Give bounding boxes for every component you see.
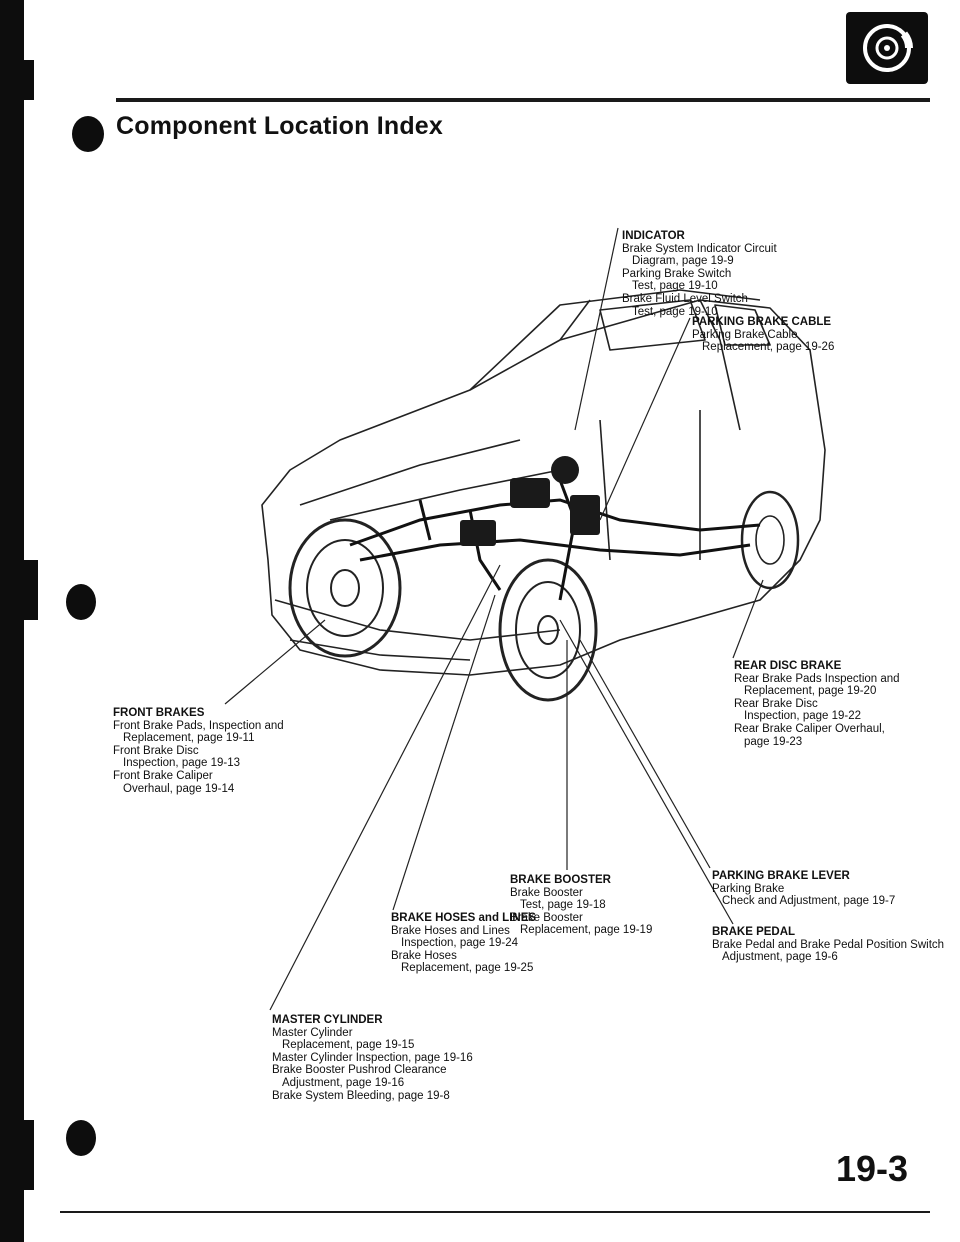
callout-heading: REAR DISC BRAKE [734,660,842,672]
page-title: Component Location Index [116,112,444,140]
callout-brake-pedal: BRAKE PEDAL Brake Pedal and Brake Pedal … [712,926,944,964]
callout-line: Inspection, page 19-24 [401,937,519,950]
callout-line: Replacement, page 19-15 [282,1039,415,1052]
callout-line: Parking Brake [712,882,785,895]
callout-line: Diagram, page 19-9 [632,255,734,268]
callout-heading: MASTER CYLINDER [272,1014,383,1026]
callout-line: Front Brake Caliper [113,769,213,782]
binding-notch [24,560,38,620]
callout-line: Rear Brake Caliper Overhaul, [734,722,885,735]
callout-line: Test, page 19-10 [632,305,718,318]
callout-parking-brake-cable: PARKING BRAKE CABLE Parking Brake Cable … [692,316,834,354]
callout-line: Brake Booster Pushrod Clearance [272,1064,447,1077]
callout-line: Test, page 19-18 [520,899,606,912]
margin-bullet [66,584,96,620]
title-bullet [72,116,104,152]
callout-line: Replacement, page 19-11 [123,732,255,745]
callout-line: Brake System Indicator Circuit [622,242,777,255]
callout-heading: FRONT BRAKES [113,707,205,719]
callout-line: Brake Booster [510,911,583,924]
callout-line: Parking Brake Cable [692,328,798,341]
callout-heading: PARKING BRAKE LEVER [712,870,850,882]
callout-line: Overhaul, page 19-14 [123,782,235,795]
callout-rear-disc-brake: REAR DISC BRAKE Rear Brake Pads Inspecti… [734,660,900,748]
callout-line: Inspection, page 19-13 [123,757,241,770]
callout-line: Brake Pedal and Brake Pedal Position Swi… [712,938,945,951]
callout-line: Adjustment, page 19-6 [722,951,838,964]
header-rule [116,98,930,102]
callout-heading: BRAKE BOOSTER [510,874,611,886]
callout-brake-hoses-lines: BRAKE HOSES and LINES Brake Hoses and Li… [391,912,536,975]
callout-line: Inspection, page 19-22 [744,710,862,723]
callout-line: page 19-23 [744,735,803,748]
callout-line: Parking Brake Switch [622,267,732,280]
page-number: 19-3 [836,1148,909,1189]
margin-bullet [66,1120,96,1156]
callout-line: Front Brake Disc [113,744,199,757]
callout-heading: PARKING BRAKE CABLE [692,316,832,328]
callout-line: Brake Hoses and Lines [391,924,510,937]
callout-indicator: INDICATOR Brake System Indicator Circuit… [622,230,777,318]
callout-parking-brake-lever: PARKING BRAKE LEVER Parking Brake Check … [712,870,895,908]
callout-line: Replacement, page 19-19 [520,924,653,937]
callout-line: Brake Hoses [391,949,457,962]
callout-line: Front Brake Pads, Inspection and [113,719,284,732]
callout-line: Master Cylinder Inspection, page 19-16 [272,1051,473,1064]
callout-line: Check and Adjustment, page 19-7 [722,895,896,908]
callout-line: Brake Booster [510,886,583,899]
callout-line: Brake Fluid Level Switch [622,292,748,305]
brake-rotor-icon [846,12,928,84]
binding-notch [24,60,34,100]
callout-line: Adjustment, page 19-16 [282,1076,405,1089]
binding-notch [24,1120,34,1190]
callout-master-cylinder: MASTER CYLINDER Master Cylinder Replacem… [272,1014,473,1102]
footer-rule [60,1211,930,1213]
binding-edge [0,0,24,1242]
callout-line: Test, page 19-10 [632,280,718,293]
callout-line: Brake System Bleeding, page 19-8 [272,1089,450,1102]
callout-line: Replacement, page 19-25 [401,962,534,975]
callout-line: Replacement, page 19-26 [702,341,835,354]
callout-line: Rear Brake Pads Inspection and [734,672,900,685]
callout-line: Master Cylinder [272,1026,353,1039]
callout-heading: BRAKE PEDAL [712,926,796,938]
callout-brake-booster: BRAKE BOOSTER Brake Booster Test, page 1… [510,874,652,937]
callout-heading: INDICATOR [622,230,685,242]
callout-line: Replacement, page 19-20 [744,685,877,698]
callout-front-brakes: FRONT BRAKES Front Brake Pads, Inspectio… [113,707,284,795]
callout-line: Rear Brake Disc [734,697,818,710]
callout-heading: BRAKE HOSES and LINES [391,912,537,924]
